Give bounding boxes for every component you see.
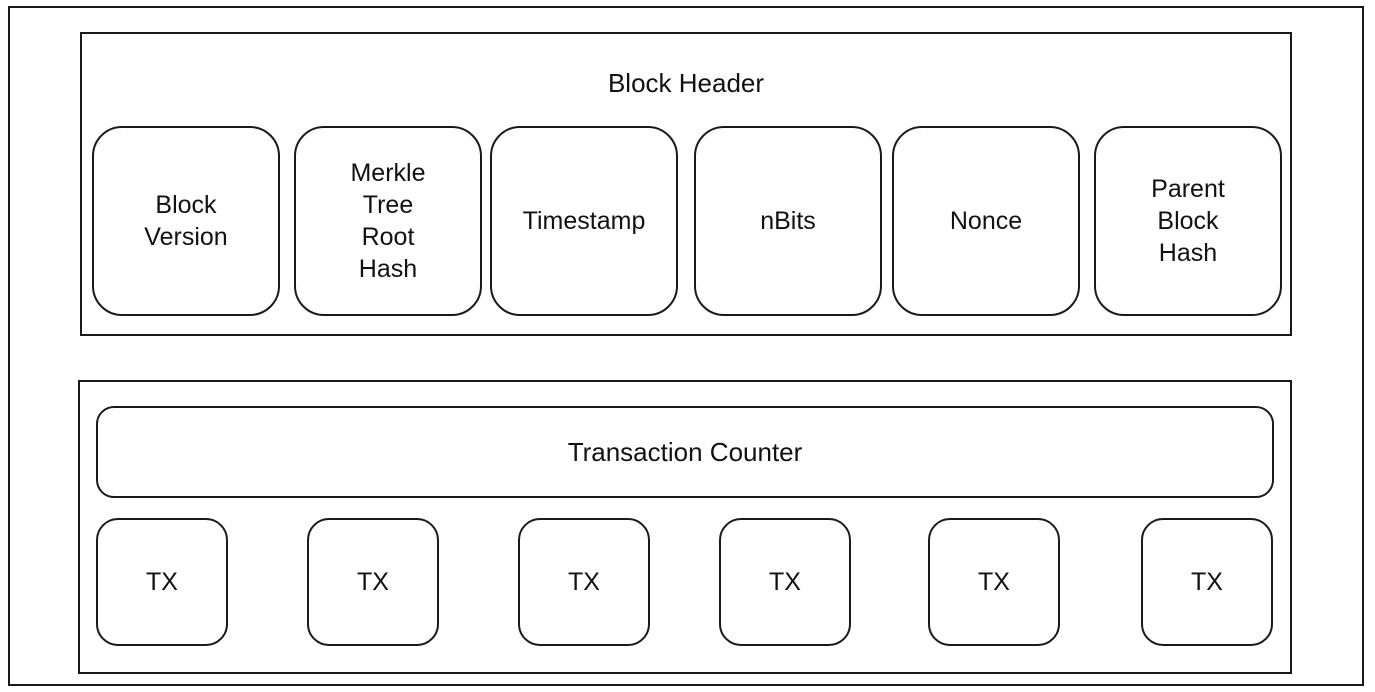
block-container [8,6,1364,686]
transaction-box: TX [719,518,851,646]
transaction-counter: Transaction Counter [96,406,1274,498]
transaction-box: TX [928,518,1060,646]
transaction-box: TX [518,518,650,646]
transaction-box: TX [1141,518,1273,646]
transaction-box: TX [96,518,228,646]
field-nonce: Nonce [892,126,1080,316]
field-nbits: nBits [694,126,882,316]
field-timestamp: Timestamp [490,126,678,316]
field-merkle-tree-root-hash: Merkle Tree Root Hash [294,126,482,316]
block-body-section: Transaction Counter TX TX TX TX TX TX [78,380,1292,674]
field-block-version: Block Version [92,126,280,316]
block-header-section: Block Header Block Version Merkle Tree R… [80,32,1292,336]
field-parent-block-hash: Parent Block Hash [1094,126,1282,316]
transaction-box: TX [307,518,439,646]
block-header-title: Block Header [607,68,765,98]
